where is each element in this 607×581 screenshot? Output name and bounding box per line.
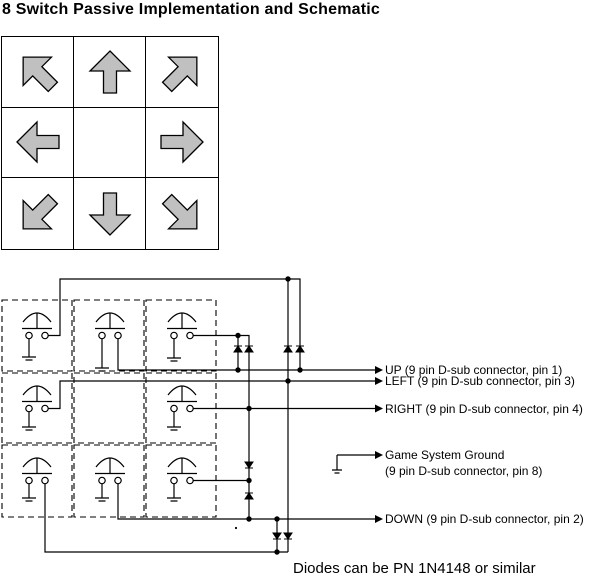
ground-label-line2: (9 pin D-sub connector, pin 8) <box>385 463 543 478</box>
ground-label-line1: Game System Ground <box>385 448 505 462</box>
wires <box>44 278 375 553</box>
switch-up-left <box>21 312 53 361</box>
switch-module-outlines <box>1 299 217 518</box>
down-arrowhead-icon <box>375 515 383 523</box>
up-signal-label: UP (9 pin D-sub connector, pin 1) <box>385 363 563 377</box>
diodes <box>233 345 305 540</box>
switch-down-right <box>166 457 198 502</box>
switches <box>21 312 198 502</box>
wire-up-line <box>117 338 375 371</box>
diode-downright-to-right <box>244 461 254 469</box>
up-arrowhead-icon <box>375 366 383 374</box>
arrow-up-right-icon <box>161 56 198 93</box>
dpad-cell-center-empty <box>74 107 146 179</box>
dpad-cell-left <box>2 107 74 179</box>
switch-up-right <box>166 312 198 362</box>
page-title: 8 Switch Passive Implementation and Sche… <box>2 1 381 18</box>
arrow-left-icon <box>15 120 60 165</box>
switch-left <box>21 385 53 431</box>
stray-mark <box>234 526 238 530</box>
switch-right <box>166 385 198 431</box>
switch-down <box>94 457 126 502</box>
dpad-cell-down <box>74 178 146 249</box>
wire-down-line <box>117 483 375 520</box>
left-signal-label: LEFT (9 pin D-sub connector, pin 3) <box>385 374 575 388</box>
diode-downright-to-down <box>244 492 254 500</box>
wire-downleft-switch <box>44 483 288 553</box>
dpad-cell-up <box>74 37 146 108</box>
diode-upleft-to-left <box>283 345 293 353</box>
arrow-up-icon <box>87 49 132 94</box>
diode-upright-to-right <box>244 345 254 353</box>
direction-pad-grid <box>1 36 219 250</box>
arrow-up-left-icon <box>22 56 58 93</box>
diode-note: Diodes can be PN 1N4148 or similar <box>293 560 536 577</box>
arrow-down-icon <box>87 192 132 236</box>
dpad-cell-right <box>146 108 218 179</box>
wire-left-line <box>48 380 375 410</box>
dpad-cell-down-right <box>146 178 218 249</box>
dpad-cell-down-left <box>2 178 74 249</box>
arrow-down-left-icon <box>22 193 58 230</box>
arrow-down-right-icon <box>161 193 198 230</box>
signal-arrowheads <box>375 366 383 523</box>
wire-upleft-switch <box>48 278 301 370</box>
diode-upleft-to-up <box>295 345 305 353</box>
wire-system-ground <box>336 454 375 470</box>
junction-dots <box>234 276 303 555</box>
wire-upright-switch <box>193 334 250 519</box>
dpad-cell-up-right <box>146 37 218 108</box>
left-arrowhead-icon <box>375 377 383 385</box>
arrow-right-icon <box>160 120 204 165</box>
diode-downleft-to-down <box>272 532 282 540</box>
right-arrowhead-icon <box>375 404 383 413</box>
switch-up <box>94 312 126 372</box>
diode-downleft-to-left <box>283 532 293 540</box>
right-signal-label: RIGHT (9 pin D-sub connector, pin 4) <box>385 402 583 416</box>
diode-upright-to-up <box>233 345 243 353</box>
ground-arrowhead-icon <box>375 451 383 459</box>
down-signal-label: DOWN (9 pin D-sub connector, pin 2) <box>385 512 584 526</box>
switch-down-left <box>21 457 53 502</box>
dpad-cell-up-left <box>2 37 74 108</box>
system-ground-symbol <box>332 469 342 474</box>
